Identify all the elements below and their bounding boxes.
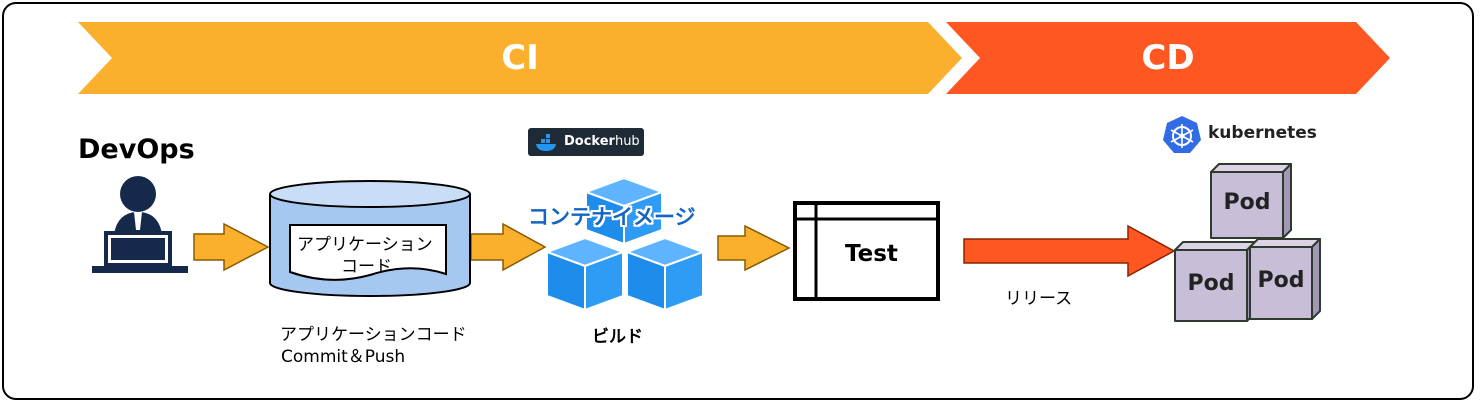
container-image-label: コンテナイメージ [528, 205, 696, 229]
code-doc-label-line2: コード [341, 257, 392, 277]
dockerhub-wordmark: Dockerhub [564, 134, 640, 149]
cd-stage-label: CD [1141, 38, 1195, 78]
ci-band [78, 22, 962, 94]
pod-label-3: Pod [1257, 268, 1305, 293]
arrow-test [717, 224, 791, 272]
pod-label-1: Pod [1223, 190, 1271, 215]
build-caption: ビルド [592, 327, 643, 347]
arrow-release [963, 224, 1176, 278]
person-icon [92, 176, 188, 273]
pod-box-1 [1210, 163, 1292, 239]
dockerhub-suffix: hub [614, 134, 640, 149]
dockerhub-prefix: Docker [564, 134, 615, 149]
diagram-frame [2, 2, 1474, 400]
arrow-build [470, 222, 547, 272]
arrow-commit [193, 222, 270, 272]
dockerhub-logo [528, 128, 644, 156]
container-image-cubes [546, 177, 704, 311]
code-doc-label-line1: アプリケーション [297, 235, 433, 255]
code-caption-line2: Commit＆Push [281, 347, 406, 367]
cd-band [946, 22, 1390, 94]
devops-title: DevOps [78, 134, 195, 165]
test-window-icon [793, 201, 940, 301]
release-label: リリース [1005, 289, 1073, 309]
kubernetes-wordmark: kubernetes [1208, 123, 1317, 143]
kubernetes-logo [1163, 116, 1201, 153]
test-label: Test [845, 241, 898, 267]
code-repository-icon [269, 180, 471, 297]
pod-box-3 [1249, 238, 1321, 320]
pod-label-2: Pod [1187, 271, 1235, 296]
ci-stage-label: CI [501, 38, 539, 78]
code-caption-line1: アプリケーションコード [280, 325, 467, 345]
